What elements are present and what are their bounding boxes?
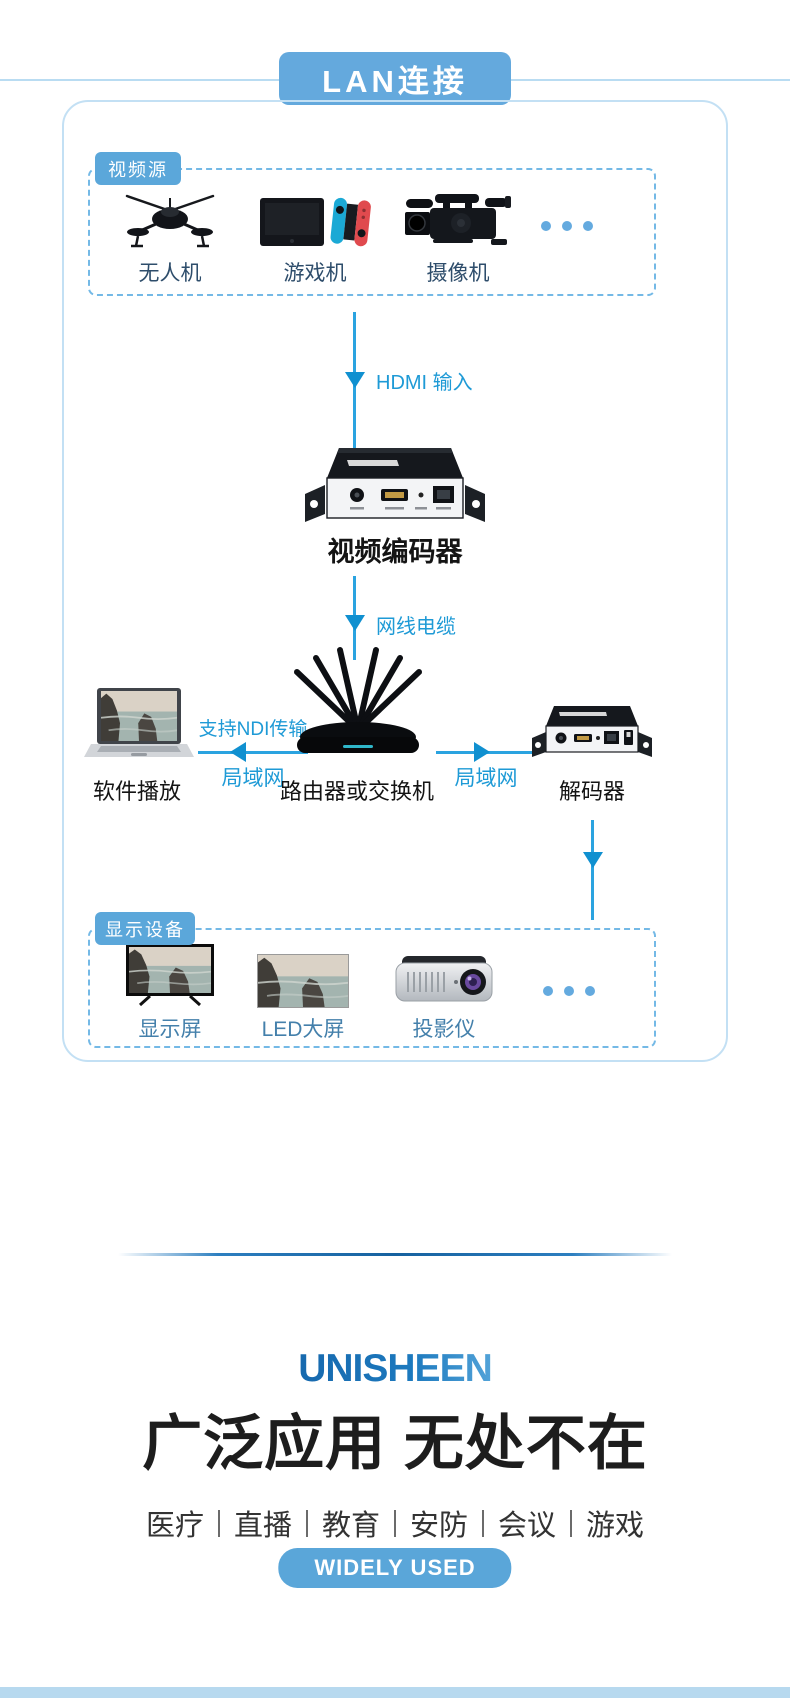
video-source-group-label: 视频源 bbox=[95, 152, 181, 185]
display-devices-group-box bbox=[88, 928, 656, 1048]
display-devices-group-label: 显示设备 bbox=[95, 912, 195, 945]
hdmi-arrow-head bbox=[345, 372, 365, 388]
footer-headline: 广泛应用 无处不在 bbox=[142, 1410, 648, 1477]
category-conference: 会议 bbox=[498, 1510, 557, 1542]
source-item-game-console: 游戏机 bbox=[250, 184, 380, 287]
display-item-label: LED大屏 bbox=[261, 1018, 345, 1041]
decoder-icon bbox=[532, 698, 652, 765]
led-screen-icon bbox=[238, 944, 368, 1008]
category-separator bbox=[217, 1509, 220, 1537]
source-item-drone: 无人机 bbox=[105, 184, 235, 287]
drone-icon bbox=[105, 184, 235, 252]
source-item-label: 无人机 bbox=[138, 262, 202, 285]
decoder-label: 解码器 bbox=[558, 779, 625, 804]
tv-icon bbox=[105, 944, 235, 1008]
category-separator bbox=[482, 1509, 485, 1537]
widely-used-badge: WIDELY USED bbox=[278, 1548, 512, 1588]
video-source-group-box bbox=[88, 168, 656, 296]
camcorder-icon bbox=[393, 184, 523, 252]
lan-right-arrow-head bbox=[474, 742, 490, 762]
category-education: 教育 bbox=[321, 1510, 380, 1542]
laptop-icon bbox=[84, 688, 194, 773]
game-console-icon bbox=[250, 184, 380, 252]
projector-icon bbox=[379, 944, 509, 1008]
lan-left-label: 局域网 bbox=[221, 767, 285, 790]
lan-left-arrow-line bbox=[198, 751, 308, 754]
category-medical: 医疗 bbox=[145, 1510, 204, 1542]
brand-logo: UNISHEEN bbox=[0, 1347, 790, 1391]
hdmi-input-label: HDMI 输入 bbox=[376, 372, 473, 394]
ndi-support-label: 支持NDI传输 bbox=[198, 719, 308, 740]
more-displays-dots-icon bbox=[543, 986, 595, 996]
page-title: LAN连接 bbox=[279, 52, 511, 105]
software-player-label: 软件播放 bbox=[92, 779, 181, 804]
footer-divider-line bbox=[118, 1253, 672, 1256]
category-separator bbox=[305, 1509, 308, 1537]
cable-arrow-head bbox=[345, 615, 365, 631]
category-separator bbox=[570, 1509, 573, 1537]
bottom-accent-strip bbox=[0, 1687, 790, 1698]
lan-right-label: 局域网 bbox=[454, 767, 518, 790]
more-sources-dots-icon bbox=[541, 221, 593, 231]
diagram-panel bbox=[62, 100, 728, 1062]
network-cable-label: 网线电缆 bbox=[376, 616, 456, 638]
category-live: 直播 bbox=[233, 1510, 292, 1542]
display-item-led-screen: LED大屏 bbox=[238, 944, 368, 1043]
video-encoder-icon bbox=[305, 438, 485, 531]
display-item-projector: 投影仪 bbox=[379, 944, 509, 1043]
category-gaming: 游戏 bbox=[586, 1510, 645, 1542]
decoder-arrow-head bbox=[583, 852, 603, 868]
display-item-label: 投影仪 bbox=[412, 1018, 476, 1041]
source-item-label: 游戏机 bbox=[283, 262, 347, 285]
category-separator bbox=[394, 1509, 396, 1537]
encoder-label: 视频编码器 bbox=[327, 537, 463, 567]
lan-left-arrow-head bbox=[230, 742, 246, 762]
display-item-tv: 显示屏 bbox=[105, 944, 235, 1043]
router-label: 路由器或交换机 bbox=[279, 779, 434, 804]
source-item-label: 摄像机 bbox=[426, 262, 490, 285]
application-categories: 医疗 直播 教育 安防 会议 游戏 bbox=[0, 1502, 790, 1544]
category-security: 安防 bbox=[410, 1510, 469, 1542]
router-icon bbox=[283, 642, 433, 767]
source-item-camcorder: 摄像机 bbox=[393, 184, 523, 287]
decoder-arrow-line bbox=[591, 820, 594, 920]
display-item-label: 显示屏 bbox=[138, 1018, 202, 1041]
